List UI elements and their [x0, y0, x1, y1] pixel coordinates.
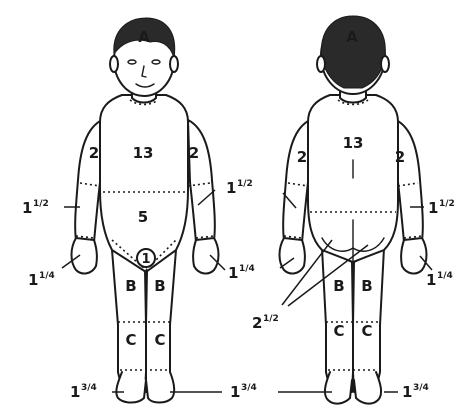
- back-head-label: A: [346, 28, 358, 46]
- svg-text:1: 1: [70, 383, 80, 401]
- back-forearm-right-label: 1 1/2: [428, 199, 455, 217]
- front-head-label: A: [138, 28, 150, 46]
- back-thigh-right-label: B: [361, 277, 372, 295]
- front-right-ear: [170, 56, 178, 72]
- front-abdomen-label: 5: [138, 208, 148, 226]
- front-trunk-label: 13: [133, 144, 154, 162]
- back-figure: [280, 16, 427, 404]
- front-torso: [100, 95, 188, 272]
- svg-text:1/2: 1/2: [33, 199, 49, 209]
- svg-text:2: 2: [252, 314, 262, 332]
- front-upper-arm-right-label: 2: [189, 144, 199, 162]
- front-leg-right-label: C: [154, 331, 165, 349]
- back-hair: [321, 16, 385, 88]
- back-foot-right-label: 1 3/4: [402, 383, 429, 401]
- back-leg-left-label: C: [333, 322, 344, 340]
- svg-text:1: 1: [228, 264, 238, 282]
- svg-text:1: 1: [426, 271, 436, 289]
- svg-text:1/4: 1/4: [39, 271, 55, 281]
- back-right-arm: [396, 120, 423, 242]
- front-right-arm: [188, 120, 215, 242]
- back-upper-arm-left-label: 2: [297, 148, 307, 166]
- back-left-arm: [283, 120, 310, 242]
- shared-foot-label: 1 3/4: [230, 383, 257, 401]
- back-thigh-left-label: B: [333, 277, 344, 295]
- back-left-hand: [280, 238, 305, 273]
- front-thigh-right-label: B: [154, 277, 165, 295]
- front-thigh-left-label: B: [125, 277, 136, 295]
- front-genitalia-label: 1: [141, 252, 150, 267]
- back-trunk-label: 13: [343, 134, 364, 152]
- back-leg-right-label: C: [361, 322, 372, 340]
- svg-text:1/4: 1/4: [437, 271, 453, 281]
- back-buttock-label: 2 1/2: [252, 314, 279, 332]
- front-left-arm: [75, 120, 102, 242]
- svg-text:1: 1: [226, 179, 236, 197]
- front-forearm-right-label: 1 1/2: [226, 179, 253, 197]
- svg-text:1: 1: [22, 199, 32, 217]
- back-hand-right-label: 1 1/4: [426, 271, 453, 289]
- front-leg-left-label: C: [125, 331, 136, 349]
- svg-text:1: 1: [28, 271, 38, 289]
- back-right-ear: [381, 56, 389, 72]
- front-foot-left-label: 1 3/4: [70, 383, 97, 401]
- svg-text:1: 1: [230, 383, 240, 401]
- svg-text:1: 1: [428, 199, 438, 217]
- front-hand-right-label: 1 1/4: [228, 264, 255, 282]
- svg-text:3/4: 3/4: [241, 383, 257, 393]
- front-left-hand: [72, 238, 97, 273]
- svg-text:1/2: 1/2: [263, 314, 279, 324]
- svg-text:3/4: 3/4: [413, 383, 429, 393]
- front-forearm-left-label: 1 1/2: [22, 199, 49, 217]
- svg-text:1: 1: [402, 383, 412, 401]
- front-left-ear: [110, 56, 118, 72]
- back-upper-arm-right-label: 2: [395, 148, 405, 166]
- svg-text:1/2: 1/2: [439, 199, 455, 209]
- back-left-ear: [317, 56, 325, 72]
- front-right-hand: [193, 238, 218, 273]
- svg-text:3/4: 3/4: [81, 383, 97, 393]
- svg-text:1/4: 1/4: [239, 264, 255, 274]
- front-upper-arm-left-label: 2: [89, 144, 99, 162]
- back-right-hand: [401, 238, 426, 273]
- front-hand-left-label: 1 1/4: [28, 271, 55, 289]
- svg-text:1/2: 1/2: [237, 179, 253, 189]
